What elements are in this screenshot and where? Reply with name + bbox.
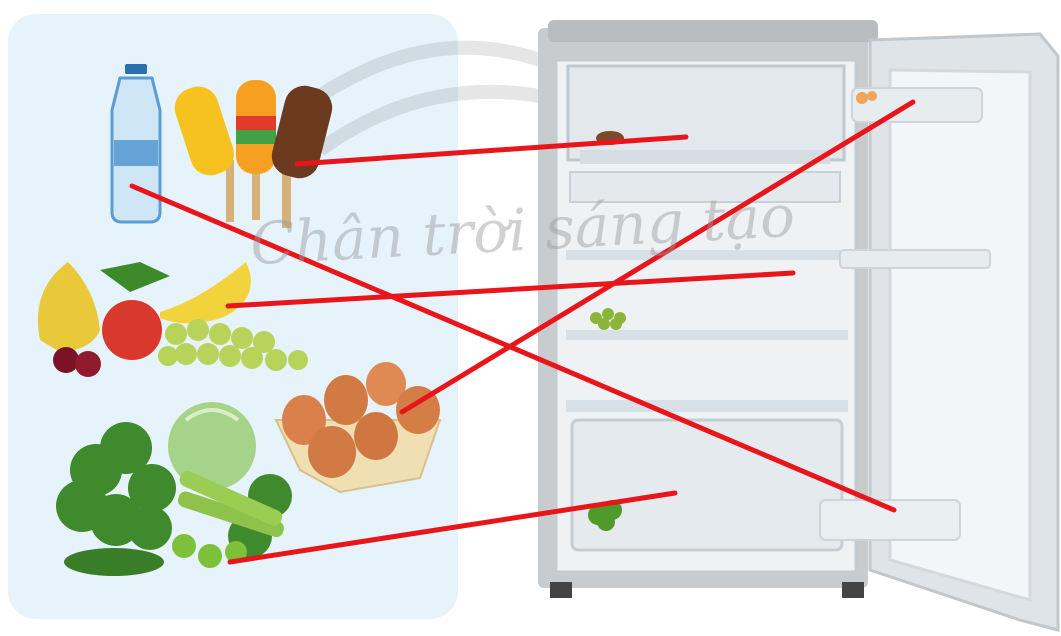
freezer-compartment [568,66,844,160]
water-bottle [112,64,160,222]
crisper-drawer [572,420,842,550]
